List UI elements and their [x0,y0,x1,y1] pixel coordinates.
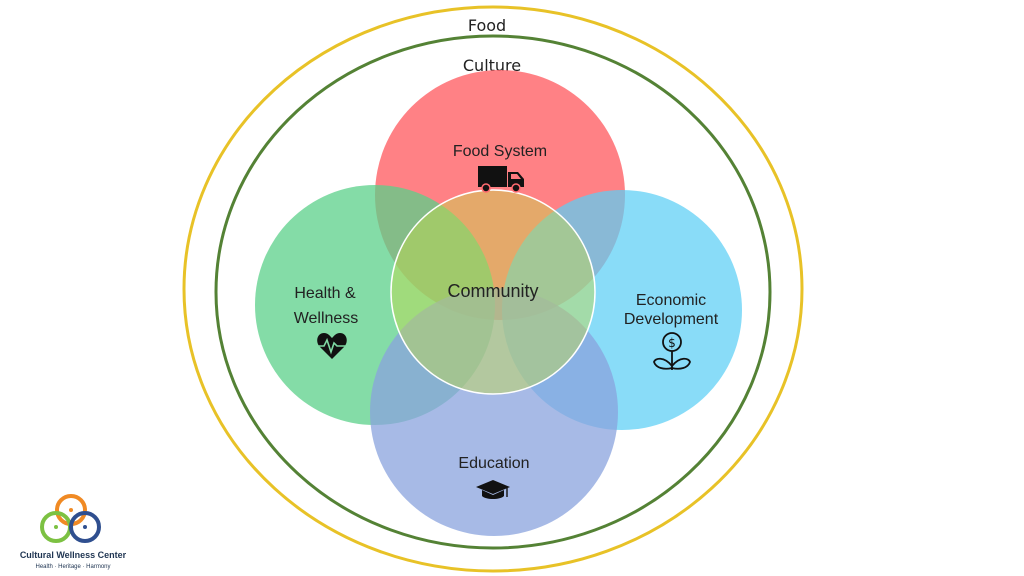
health-label-line2: Wellness [294,310,359,327]
food-ring-label: Food [468,16,506,35]
money-plant-icon: $ [653,332,691,370]
education-label: Education [458,455,529,472]
venn-circles [255,70,742,536]
heart-pulse-icon [317,333,347,359]
svg-text:$: $ [668,336,676,350]
truck-icon [478,166,524,193]
economic-label-line2: Development [624,311,719,328]
cultural-wellness-center-logo: Cultural Wellness Center Health · Herita… [20,494,127,570]
health-label-line1: Health & [294,285,356,302]
logo-name: Cultural Wellness Center [20,550,127,560]
logo-tagline: Health · Heritage · Harmony [35,564,110,570]
community-label: Community [447,281,538,301]
food-ring [182,5,804,573]
food-system-label: Food System [453,143,547,160]
graduation-cap-icon [476,480,510,499]
economic-label-line1: Economic [636,292,706,309]
culture-ring [214,34,772,550]
community-circle [390,189,596,395]
education-circle [370,288,618,536]
